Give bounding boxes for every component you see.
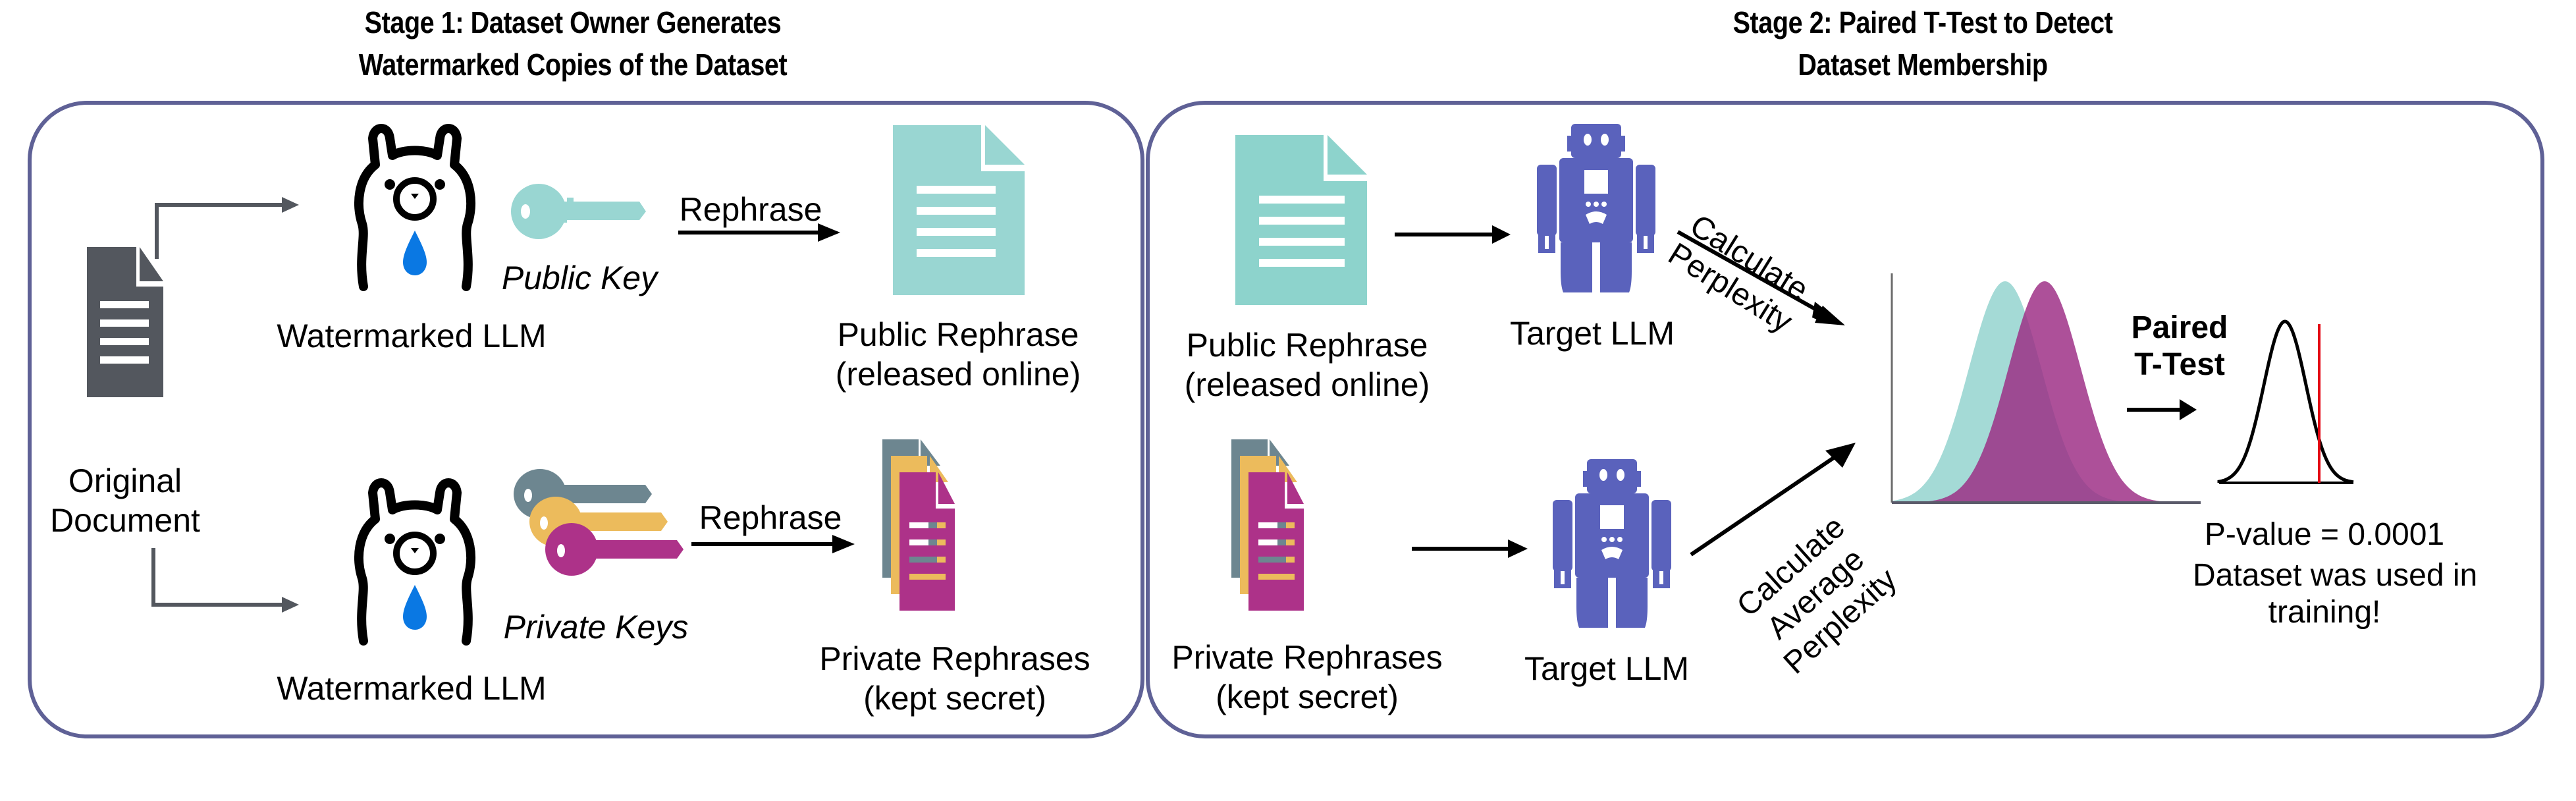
stage2-title-line2: Dataset Membership [1798, 47, 2048, 82]
rephrase-arrow-bottom [691, 535, 855, 553]
stage2-title: Stage 2: Paired T-Test to Detect Dataset… [1572, 1, 2274, 86]
stage1-title-line1: Stage 1: Dataset Owner Generates [364, 5, 782, 40]
public-key-icon [511, 184, 646, 239]
conclusion-text: Dataset was used in training! [2193, 558, 2478, 630]
stage2-public-rephrase-label: Public Rephrase (released online) [1184, 327, 1430, 403]
calculate-average-perplexity-arrow [1690, 443, 1856, 557]
perplexity-distributions-plot [1891, 273, 2201, 504]
target-llm-label-bottom: Target LLM [1524, 650, 1690, 687]
original-document-label: Original Document [50, 462, 200, 539]
branch-arrow-top [155, 197, 299, 259]
private-keys-icon [514, 469, 684, 576]
watermarked-llm-label-top: Watermarked LLM [277, 318, 547, 354]
public-rephrase-label: Public Rephrase (released online) [835, 316, 1081, 393]
stage2-private-rephrases-label: Private Rephrases (kept secret) [1171, 639, 1443, 715]
watermarked-llm-label-bottom: Watermarked LLM [277, 670, 547, 707]
stage2-title-line1: Stage 2: Paired T-Test to Detect [1732, 5, 2113, 40]
private-rephrase-distribution [1892, 281, 2200, 503]
llama-icon [354, 478, 475, 646]
public-rephrase-document-icon [1235, 135, 1367, 305]
calculate-perplexity-arrow [1677, 230, 1845, 325]
public-rephrase-document-icon [893, 125, 1025, 295]
p-value-text: P-value = 0.0001 [2204, 517, 2445, 552]
target-llm-label-top: Target LLM [1509, 315, 1675, 352]
robot-icon [1537, 124, 1655, 292]
original-document-icon [87, 247, 163, 397]
private-rephrases-documents-icon [882, 439, 955, 611]
rephrase-label-bottom: Rephrase [699, 499, 842, 536]
input-arrow-top [1395, 225, 1511, 244]
private-keys-label: Private Keys [503, 609, 689, 646]
t-distribution-curve [2217, 319, 2354, 484]
t-distribution-plot [2217, 319, 2354, 484]
robot-icon [1553, 459, 1671, 628]
stage2-panel [1146, 101, 2544, 738]
paired-t-test-arrow [2127, 399, 2197, 420]
llama-icon [354, 124, 475, 291]
stage1-panel [28, 101, 1144, 738]
stage1-title-line2: Watermarked Copies of the Dataset [358, 47, 788, 82]
input-arrow-bottom [1412, 539, 1528, 558]
rephrase-label-top: Rephrase [679, 191, 822, 228]
private-rephrases-label: Private Rephrases (kept secret) [819, 640, 1090, 717]
stage1-title: Stage 1: Dataset Owner Generates Waterma… [250, 1, 896, 86]
public-key-label: Public Key [501, 260, 658, 296]
rephrase-arrow-top [678, 223, 840, 242]
paired-t-test-label: Paired T-Test [2131, 310, 2228, 382]
private-rephrases-documents-icon [1231, 439, 1304, 611]
branch-arrow-bottom [151, 548, 299, 613]
